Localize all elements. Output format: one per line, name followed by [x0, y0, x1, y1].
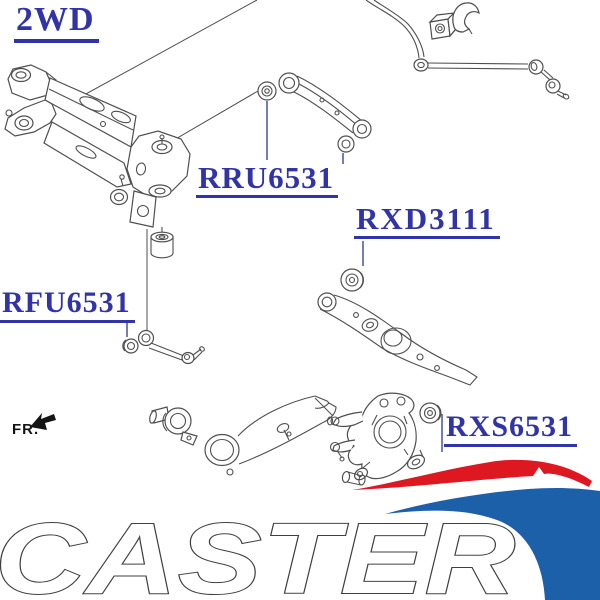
leader-lines-blue — [126, 101, 443, 452]
upper-arm-bushing-rear — [337, 135, 355, 153]
rear-crossmember-drawing — [4, 64, 191, 259]
knuckle-drawing — [326, 392, 426, 486]
drive-type-label[interactable]: 2WD — [14, 3, 99, 43]
leader-lines-gray — [63, 0, 334, 417]
part-label-rfu6531[interactable]: RFU6531 — [0, 288, 135, 323]
stabilizer-bracket — [452, 2, 480, 33]
rfu-bushing — [123, 338, 139, 354]
rxs-bushing-drawing — [419, 402, 442, 424]
upper-arm-drawing — [257, 72, 372, 153]
logo-swoosh-blue — [385, 487, 600, 600]
front-direction-arrow-icon — [30, 413, 56, 430]
brand-logo-text: CASTER — [0, 503, 517, 600]
stabilizer-bar-drawing — [365, 0, 480, 72]
trailing-arm-drawing — [149, 395, 337, 476]
part-label-rru6531[interactable]: RRU6531 — [196, 162, 339, 198]
lower-arm-bushing — [340, 268, 364, 292]
part-label-rxd3111[interactable]: RXD3111 — [354, 203, 500, 239]
logo-swoosh-red — [352, 459, 592, 490]
front-marker-label: FR. — [12, 421, 40, 438]
stabilizer-link-drawing — [427, 59, 570, 100]
rfu-stabilizer-link-drawing — [122, 329, 205, 365]
upper-arm-bushing-front — [257, 81, 277, 101]
part-label-rxs6531[interactable]: RXS6531 — [444, 412, 578, 447]
lower-arm-drawing — [317, 268, 478, 386]
logo-swoosh — [352, 459, 600, 600]
